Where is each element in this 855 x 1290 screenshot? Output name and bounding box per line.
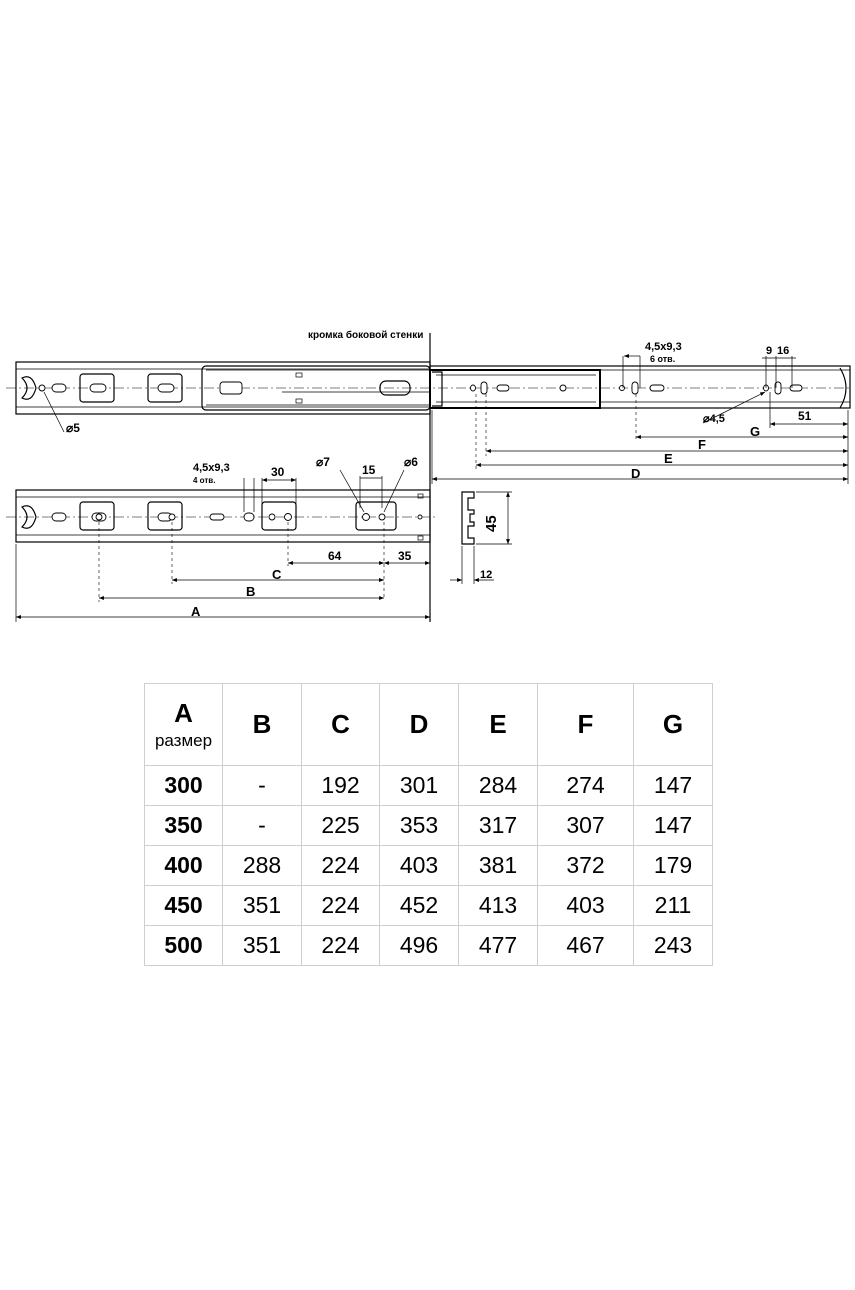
table-row: 300 - 192 301 284 274 147 — [144, 765, 713, 806]
table-cell: 179 — [633, 845, 713, 886]
table-cell: 477 — [458, 925, 538, 966]
header-A-sub: размер — [154, 731, 213, 750]
dim-A: A — [191, 604, 201, 619]
top-slot-count: 6 отв. — [650, 354, 675, 364]
table-cell: 450 — [144, 885, 223, 926]
dim-C: C — [272, 567, 282, 582]
dim-G: G — [750, 424, 760, 439]
hole-5 — [38, 384, 46, 392]
dim-9: 9 — [766, 345, 772, 357]
dim-64: 64 — [328, 549, 342, 563]
table-cell: 224 — [301, 885, 380, 926]
table-cell: 351 — [222, 925, 302, 966]
table-row: 450 351 224 452 413 403 211 — [144, 885, 713, 926]
left-slot-label: 4,5x9,3 — [193, 462, 230, 474]
table-cell: 288 — [222, 845, 302, 886]
top-rail-outer — [6, 361, 850, 415]
table-cell: 452 — [379, 885, 459, 926]
dim-B: B — [246, 584, 255, 599]
header-C: C — [301, 683, 380, 766]
cabinet-rail — [6, 489, 436, 543]
table-cell: 147 — [633, 765, 713, 806]
table-cell: 403 — [537, 885, 634, 926]
table-cell: 353 — [379, 805, 459, 846]
top-slot-label: 4,5x9,3 — [645, 341, 682, 353]
header-A-label: A — [174, 698, 193, 728]
header-G: G — [633, 683, 713, 766]
dim-35: 35 — [398, 549, 412, 563]
table-cell: 403 — [379, 845, 459, 886]
hole-4-5-label: ⌀4,5 — [703, 413, 725, 425]
hole-5-label: ⌀5 — [66, 421, 80, 435]
top-rail-inner — [429, 365, 851, 409]
top-dimensions: 4,5x9,3 6 отв. 9 16 ⌀4,5 51 G F E D ⌀5 — [43, 341, 849, 484]
table-cell: 224 — [301, 925, 380, 966]
dim-45: 45 — [483, 515, 500, 532]
table-cell: 225 — [301, 805, 380, 846]
edge-label: кромка боковой стенки — [308, 329, 423, 341]
table-cell: 372 — [537, 845, 634, 886]
dim-D: D — [631, 466, 640, 481]
size-table: A размер B C D E F G 300 - 192 301 284 2… — [144, 683, 713, 966]
table-cell: 301 — [379, 765, 459, 806]
table-cell: 300 — [144, 765, 223, 806]
left-slot-count: 4 отв. — [193, 476, 215, 485]
hole-6-label: ⌀6 — [404, 455, 418, 469]
dim-16: 16 — [777, 345, 789, 357]
header-B: B — [222, 683, 302, 766]
table-cell: 350 — [144, 805, 223, 846]
table-header-row: A размер B C D E F G — [144, 683, 713, 766]
hole-7-label: ⌀7 — [316, 455, 330, 469]
header-D: D — [379, 683, 459, 766]
table-cell: 500 — [144, 925, 223, 966]
header-E: E — [458, 683, 538, 766]
dim-15: 15 — [362, 463, 376, 477]
table-cell: 496 — [379, 925, 459, 966]
table-cell: 307 — [537, 805, 634, 846]
slide-technical-drawing: кромка боковой стенки — [6, 329, 851, 622]
table-row: 500 351 224 496 477 467 243 — [144, 925, 713, 966]
table-row: 400 288 224 403 381 372 179 — [144, 845, 713, 886]
dim-30: 30 — [271, 465, 285, 479]
dim-51: 51 — [798, 409, 812, 423]
table-cell: 224 — [301, 845, 380, 886]
table-cell: 351 — [222, 885, 302, 926]
table-cell: 274 — [537, 765, 634, 806]
table-cell: 467 — [537, 925, 634, 966]
dim-12: 12 — [480, 569, 492, 581]
table-row: 350 - 225 353 317 307 147 — [144, 805, 713, 846]
table-cell: 211 — [633, 885, 713, 926]
table-cell: - — [222, 765, 302, 806]
header-F: F — [537, 683, 634, 766]
dim-E: E — [664, 451, 673, 466]
table-cell: - — [222, 805, 302, 846]
bottom-dimensions: 4,5x9,3 4 отв. 30 ⌀7 15 ⌀6 64 35 C B A — [15, 455, 430, 622]
table-cell: 413 — [458, 885, 538, 926]
table-cell: 243 — [633, 925, 713, 966]
table-cell: 192 — [301, 765, 380, 806]
table-cell: 317 — [458, 805, 538, 846]
table-cell: 381 — [458, 845, 538, 886]
table-cell: 147 — [633, 805, 713, 846]
header-A: A размер — [144, 683, 223, 766]
table-cell: 400 — [144, 845, 223, 886]
table-cell: 284 — [458, 765, 538, 806]
rail-profile: 45 12 — [450, 491, 512, 584]
dim-F: F — [698, 437, 706, 452]
